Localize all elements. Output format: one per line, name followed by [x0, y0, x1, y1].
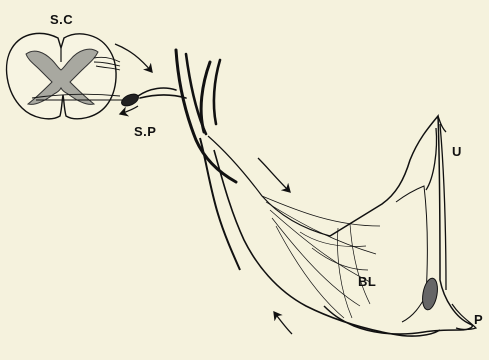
sympathetic-trunk [138, 50, 236, 182]
arrow-toward-cord [115, 44, 152, 72]
bladder-nerve-fibres [262, 196, 380, 318]
label-spinal-cord: S.C [50, 12, 73, 27]
ureteric-orifice [420, 277, 439, 311]
label-spinal-plexus: S.P [134, 124, 156, 139]
label-ureter: U [452, 144, 462, 159]
spinal-cord-section [7, 33, 117, 118]
arrow-below-ganglion [120, 106, 138, 114]
label-penis: P [474, 312, 483, 327]
arrow-ascending [274, 312, 292, 334]
arrow-descending [258, 158, 290, 192]
label-bladder: BL [358, 274, 376, 289]
pelvic-nerve [200, 136, 440, 336]
ureter [426, 116, 446, 290]
